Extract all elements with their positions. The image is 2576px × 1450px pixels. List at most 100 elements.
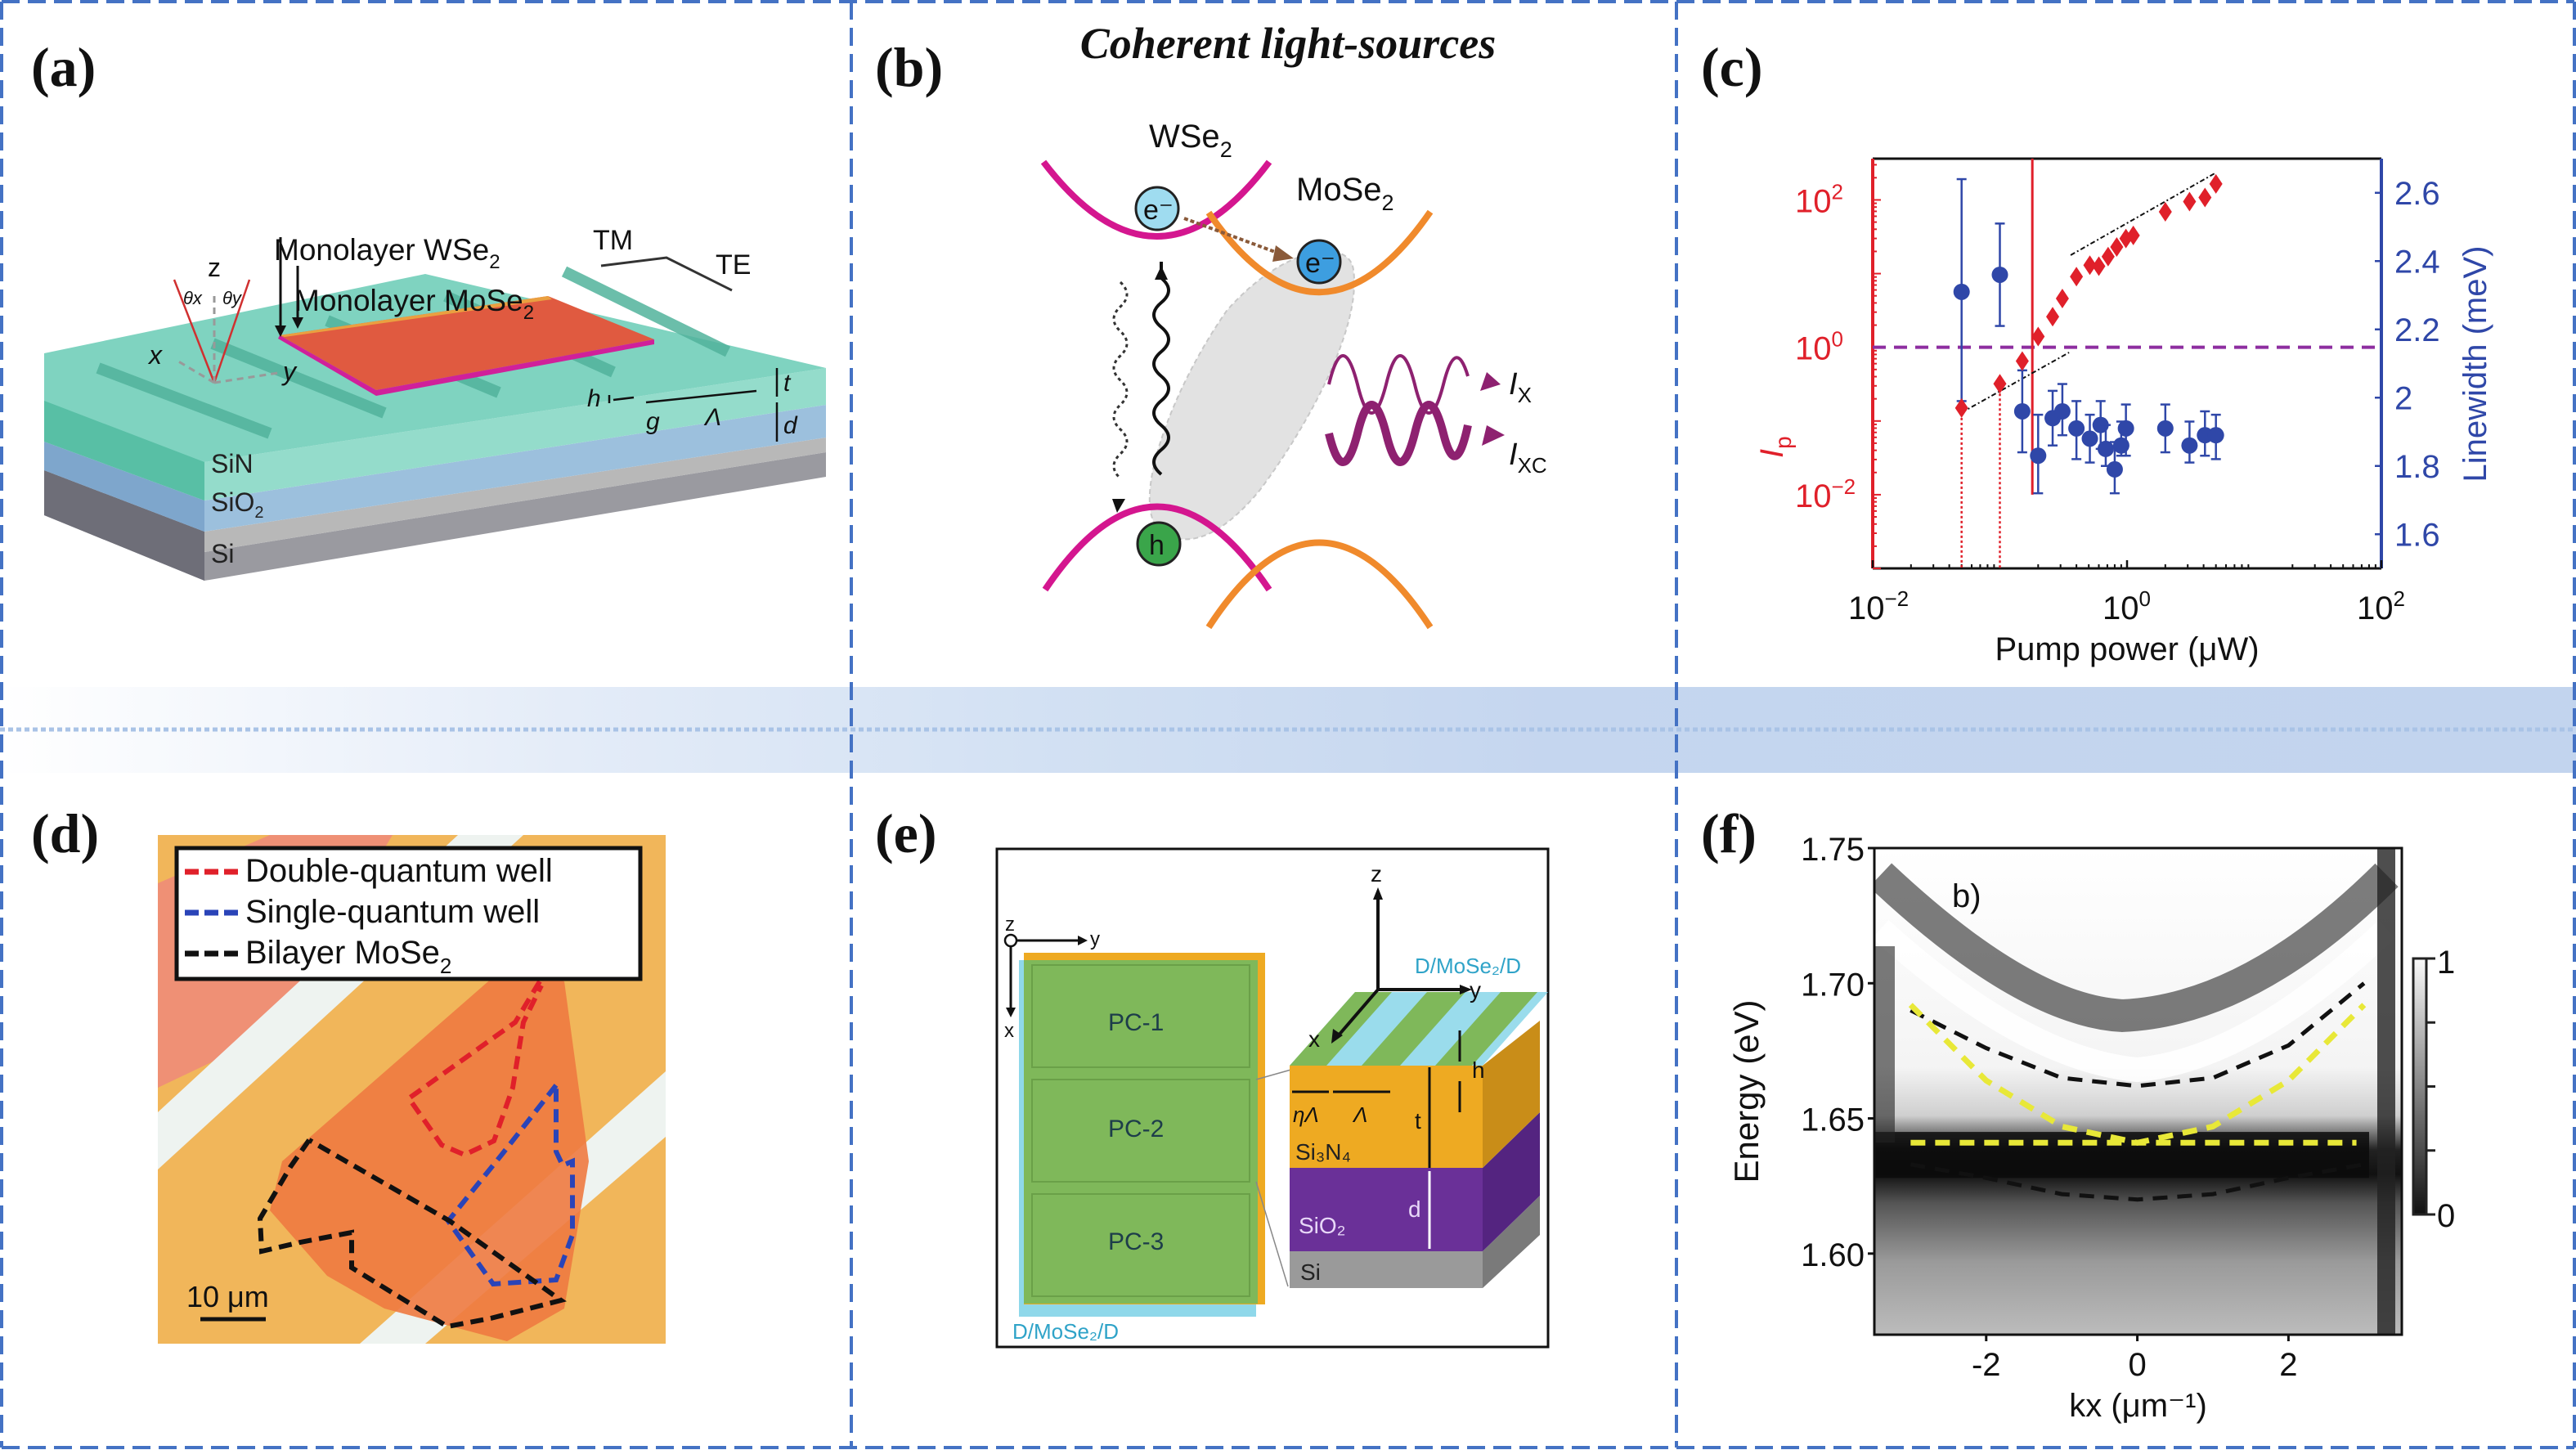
legend-box: [174, 846, 643, 981]
electron-label-1: e⁻: [1143, 195, 1174, 226]
transfer-arrow: [1183, 217, 1285, 257]
label-y-axis: y: [281, 357, 298, 386]
pc-2-region: [1031, 1079, 1250, 1183]
right-y-tick-label: 2: [2394, 380, 2412, 416]
label-period: Λ: [703, 404, 721, 431]
axis-z-label-small: z: [1005, 914, 1015, 936]
label-h: h: [587, 385, 601, 412]
ip-point: [2126, 225, 2140, 245]
ip-point: [2015, 351, 2029, 371]
label-wse2: WSe2: [1149, 119, 1232, 162]
label-h: h: [1472, 1057, 1485, 1083]
label-eta-period: ηΛ: [1293, 1102, 1319, 1127]
x-tick-label: -2: [1972, 1347, 2001, 1383]
label-z-axis: z: [208, 253, 221, 282]
panel-label-f: (f): [1701, 802, 1757, 864]
ip-point: [1954, 397, 1968, 418]
electron-wse2: [1134, 186, 1180, 231]
panel-b-diagram: e⁻ e⁻ h WSe2 MoSe2 IX IXC: [1040, 119, 1547, 630]
colorbar-min-label: 0: [2437, 1198, 2455, 1234]
ip-point: [1993, 374, 2007, 394]
wse2-top-edge: [280, 296, 552, 337]
x-tick-label: 100: [2103, 586, 2151, 626]
electron-label-2: e⁻: [1305, 248, 1335, 279]
ip-point: [2083, 255, 2097, 276]
y-tick-label: 1.65: [1801, 1102, 1865, 1138]
y-tick-label: 1.60: [1801, 1237, 1865, 1273]
pc-1-label: PC-1: [1108, 1009, 1164, 1036]
left-y-tick-label: 100: [1795, 327, 1843, 367]
wse2-conduction-band: [1040, 159, 1272, 240]
heatmap: [1874, 848, 2402, 1335]
excitation-wave: [1152, 262, 1170, 476]
panel-label-a: (a): [31, 36, 96, 98]
label-mose2: Monolayer MoSe2: [294, 284, 534, 324]
axis-z-label: z: [1371, 861, 1382, 887]
ip-point: [2055, 288, 2069, 308]
label-si3n4: Si₃N₄: [1295, 1139, 1351, 1165]
linewidth-point: [2106, 460, 2123, 478]
si-layer: [1290, 1251, 1483, 1288]
scale-bar-label: 10 μm: [186, 1280, 269, 1313]
bilayer-outline: [257, 1138, 567, 1330]
pc-1-region: [1031, 964, 1250, 1068]
overlay-curve: [1910, 981, 2366, 1089]
x-tick-label: 10−2: [1848, 586, 1909, 626]
si-left-face: [44, 470, 204, 581]
mose2-conduction-band: [1205, 209, 1434, 296]
panel-label-d: (d): [31, 802, 100, 864]
edge-dark-stripe-left: [1874, 946, 1895, 1142]
emission-wave-ix: [1327, 354, 1470, 415]
film-label-bottom: D/MoSe₂/D: [1012, 1319, 1119, 1344]
label-sin: SiN: [211, 449, 254, 478]
label-theta-y: θy: [222, 288, 243, 308]
dimension-arrows: [608, 368, 779, 442]
y-axis-label: Energy (eV): [1727, 999, 1766, 1183]
single-qw-outline: [445, 1084, 575, 1287]
panel-label-c: (c): [1701, 36, 1763, 98]
label-ixc: IXC: [1509, 438, 1547, 478]
panel-label-b: (b): [875, 36, 944, 98]
panel-a-diagram: Monolayer WSe2 Monolayer MoSe2 TM TE z x…: [44, 225, 826, 581]
ip-point: [2070, 267, 2084, 287]
label-mose2: MoSe2: [1296, 172, 1394, 215]
wse2-valence-band: [1042, 503, 1272, 592]
left-y-axis-label: Ip: [1754, 436, 1796, 458]
electron-mose2: [1296, 239, 1342, 285]
hole: [1136, 521, 1182, 567]
relaxation-wave: [1112, 281, 1129, 480]
label-d: d: [1408, 1196, 1421, 1222]
linewidth-point: [2030, 447, 2047, 465]
fit-line: [2070, 172, 2217, 256]
banner-title: Coherent light-sources: [1079, 18, 1497, 68]
y-tick-label: 1.70: [1801, 967, 1865, 1003]
x-tick-label: 2: [2279, 1347, 2297, 1383]
axis-y-label: y: [1470, 977, 1481, 1003]
colorbar-max-label: 1: [2437, 945, 2455, 981]
ip-point: [2046, 307, 2060, 327]
pc-3-region: [1031, 1193, 1250, 1297]
label-te: TE: [716, 249, 751, 281]
label-tm: TM: [593, 225, 633, 256]
linewidth-point: [1953, 283, 1970, 300]
axis-x-label-small: x: [1004, 1020, 1014, 1042]
ip-point: [2031, 326, 2045, 347]
ip-point: [2101, 246, 2115, 267]
legend-label: Bilayer MoSe2: [245, 935, 451, 978]
emission-wave-ixc: [1325, 401, 1472, 466]
linewidth-point: [2156, 420, 2174, 437]
axis-y-label-small: y: [1090, 928, 1100, 950]
hole-label: h: [1149, 530, 1165, 561]
incidence-cone: [173, 279, 251, 384]
label-wse2: Monolayer WSe2: [274, 233, 500, 273]
right-y-tick-label: 1.6: [2394, 517, 2440, 553]
film-label-top: D/MoSe₂/D: [1415, 954, 1521, 978]
label-period: Λ: [1352, 1102, 1367, 1127]
axis-x-label: x: [1308, 1026, 1320, 1052]
right-y-tick-label: 1.8: [2394, 449, 2440, 485]
pc-area: [1024, 960, 1258, 1304]
sin-layer: [44, 368, 826, 501]
x-axis-dashed: [175, 358, 215, 384]
